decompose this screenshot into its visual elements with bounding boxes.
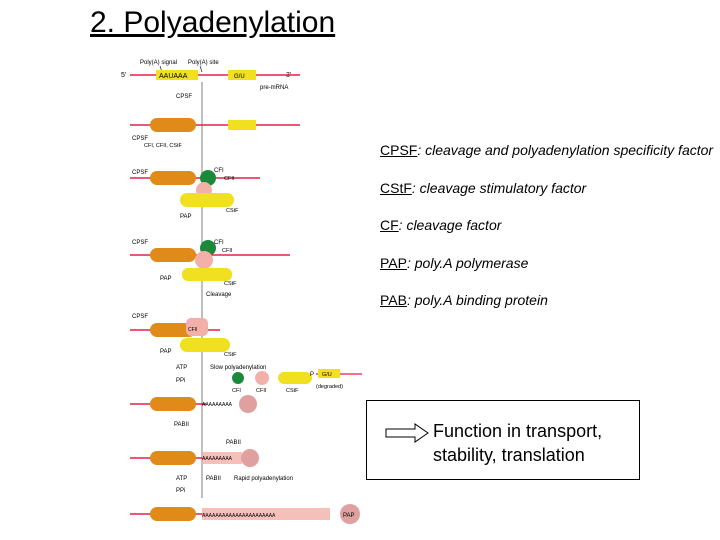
definition-cpsf: CPSF: cleavage and polyadenylation speci… (380, 142, 713, 158)
cstf-label-5: CStF (224, 352, 237, 358)
pap-shape-8 (241, 449, 259, 467)
cstf-label-6: CStF (286, 388, 299, 394)
right-arrow-icon (385, 423, 429, 443)
page-title: 2. Polyadenylation (90, 6, 336, 39)
cpsf-step-label: CPSF (176, 94, 192, 100)
five-prime-label: 5' (121, 72, 126, 79)
definition-pap: PAP: poly.A polymerase (380, 255, 528, 271)
polyadenylation-diagram: Poly(A) signal Poly(A) site 5' 3' AAUAAA… (121, 60, 362, 524)
cpsf-label-2: CPSF (132, 136, 148, 142)
pap-label-5: PAP (160, 349, 172, 355)
rapid-polyadenylation-label: Rapid polyadenylation (234, 476, 293, 482)
cfi-label-4: CFI (214, 240, 224, 246)
definition-abbr: CF (380, 217, 399, 233)
cstf-shape-3 (180, 193, 234, 207)
definition-abbr: CStF (380, 180, 412, 196)
pap-label-9: PAP (343, 513, 355, 519)
cfi-label-3: CFI (214, 168, 224, 174)
degraded-label: (degraded) (316, 384, 343, 390)
gu-box-2 (228, 120, 256, 130)
cpsf-label-5: CPSF (132, 314, 148, 320)
definition-cf: CF: cleavage factor (380, 217, 501, 233)
cpsf-label-4: CPSF (132, 240, 148, 246)
pre-mrna-label: pre-mRNA (260, 85, 288, 91)
cf-cstf-label: CFI, CFII, CStF (144, 143, 183, 149)
pap-label-3: PAP (180, 214, 192, 220)
pabii-label-8: PABII (226, 440, 241, 446)
pabii-label-9: PABII (206, 476, 221, 482)
definition-text: : cleavage stimulatory factor (411, 180, 587, 196)
function-line-2: stability, translation (433, 445, 585, 465)
cfii-label-5: CFII (188, 327, 197, 333)
atp-label-2: ATP (176, 476, 187, 482)
cstf-shape-6 (278, 372, 312, 384)
aauaaa-box (156, 70, 198, 80)
ppi-label-1: PPi (176, 378, 185, 384)
definition-text: : poly.A binding protein (406, 292, 548, 308)
definition-abbr: PAP (380, 255, 407, 271)
cpsf-shape-3 (150, 171, 196, 185)
pap-label-4: PAP (160, 276, 172, 282)
definition-cstf: CStF: cleavage stimulatory factor (380, 180, 586, 196)
definition-abbr: PAB (380, 292, 407, 308)
definition-text: : cleavage and polyadenylation specifici… (417, 142, 714, 158)
cfii-shape-5 (186, 318, 208, 336)
cstf-shape-4 (182, 268, 232, 281)
cpsf-shape-5 (150, 323, 196, 337)
polya-tail-8: AAAAAAAAA (202, 456, 233, 462)
cpsf-shape-7 (150, 397, 196, 411)
pabii-label-7: PABII (174, 422, 189, 428)
atp-label-1: ATP (176, 365, 187, 371)
poly-a-site-label: Poly(A) site (188, 60, 219, 66)
cleavage-label: Cleavage (206, 292, 232, 298)
gu-box-3 (318, 369, 340, 378)
function-box: Function in transport, stability, transl… (366, 400, 640, 480)
pap-shape-9 (340, 504, 360, 524)
definition-text: : poly.A polymerase (406, 255, 529, 271)
cpsf-shape-4 (150, 248, 196, 262)
definition-text: : cleavage factor (398, 217, 502, 233)
slow-polyadenylation-label: Slow polyadenylation (210, 365, 266, 371)
definition-pab: PAB: poly.A binding protein (380, 292, 548, 308)
cstf-shape-5 (180, 338, 230, 352)
p-label: P (310, 372, 314, 378)
gu-label-1: G/U (234, 74, 245, 80)
cfi-shape-6 (232, 372, 244, 384)
cfii-label-4: CFII (222, 248, 233, 254)
ppi-label-2: PPi (176, 488, 185, 494)
function-line-1: Function in transport, (433, 421, 603, 441)
cfi-label-6: CFI (232, 388, 241, 394)
gu-label-3: G/U (322, 372, 332, 378)
cfii-label-3: CFII (224, 176, 235, 182)
pabii-band-9 (202, 508, 330, 520)
pap-shape-7 (239, 395, 257, 413)
definition-abbr: CPSF (380, 142, 418, 158)
cfii-label-6: CFII (256, 388, 267, 394)
cstf-label-3: CStF (226, 208, 239, 214)
gu-box-1 (228, 70, 256, 80)
cstf-label-4: CStF (224, 281, 237, 287)
pabii-band-8 (202, 452, 242, 464)
cpsf-label-3: CPSF (132, 170, 148, 176)
aauaaa-label: AAUAAA (159, 73, 188, 80)
cfii-shape-6 (255, 371, 269, 385)
poly-a-signal-label: Poly(A) signal (140, 60, 177, 66)
function-text: Function in transport, stability, transl… (433, 419, 602, 467)
cpsf-shape-9 (150, 507, 196, 521)
cpsf-shape-2 (150, 118, 196, 132)
cpsf-shape-8 (150, 451, 196, 465)
polya-tail-7: AAAAAAAAA (202, 402, 233, 408)
polya-tail-9: AAAAAAAAAAAAAAAAAAAAAA (202, 513, 276, 519)
cfii-shape-4 (195, 251, 213, 269)
